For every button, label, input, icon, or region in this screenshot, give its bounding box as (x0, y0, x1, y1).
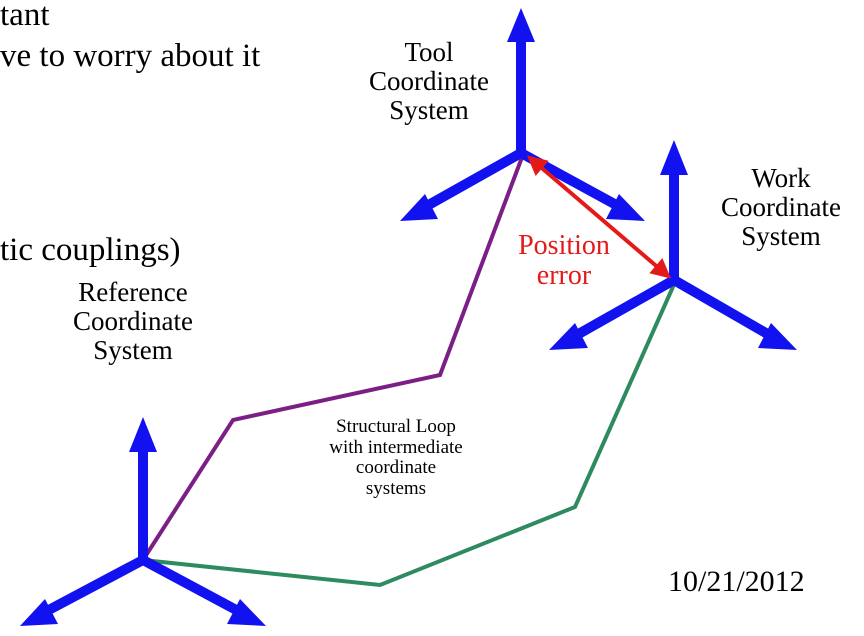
loop-label-line-1: Structural Loop (336, 416, 456, 437)
work-label-line-1: Work (751, 163, 811, 193)
reference-coordinate-frame (20, 417, 266, 626)
error-label-line-2: error (536, 260, 592, 292)
work-label-line-3: System (741, 221, 821, 252)
tool-label-line-1: Tool (404, 37, 454, 67)
reference-label-line-3: System (93, 335, 173, 366)
reference-label-line-1: Reference (78, 277, 188, 307)
tool-frame-label: Tool Coordinate System (344, 37, 514, 126)
loop-label-line-4: systems (365, 477, 427, 499)
tool-label-line-2: Coordinate (369, 66, 489, 97)
work-frame-label: Work Coordinate System (706, 163, 856, 252)
slide-date: 10/21/2012 (668, 565, 805, 598)
tool-label-line-3: System (389, 95, 469, 126)
slide-text-line-3: tic couplings) (0, 232, 181, 268)
position-error-label: Position error (499, 230, 629, 292)
work-label-line-2: Coordinate (721, 192, 841, 223)
reference-label-line-2: Coordinate (73, 306, 193, 337)
work-loop-line (142, 279, 678, 588)
slide-text-line-2: ve to worry about it (0, 38, 261, 74)
structural-loop-label: Structural Loop with intermediate coordi… (296, 416, 496, 499)
slide-text-line-1: tant (0, 0, 50, 33)
reference-frame-label: Reference Coordinate System (48, 277, 218, 366)
error-label-line-1: Position (518, 230, 610, 261)
loop-label-line-3: coordinate (355, 457, 437, 479)
position-error-arrow (526, 155, 672, 279)
tool-loop-line (141, 151, 526, 562)
loop-label-line-2: with intermediate (329, 436, 463, 458)
